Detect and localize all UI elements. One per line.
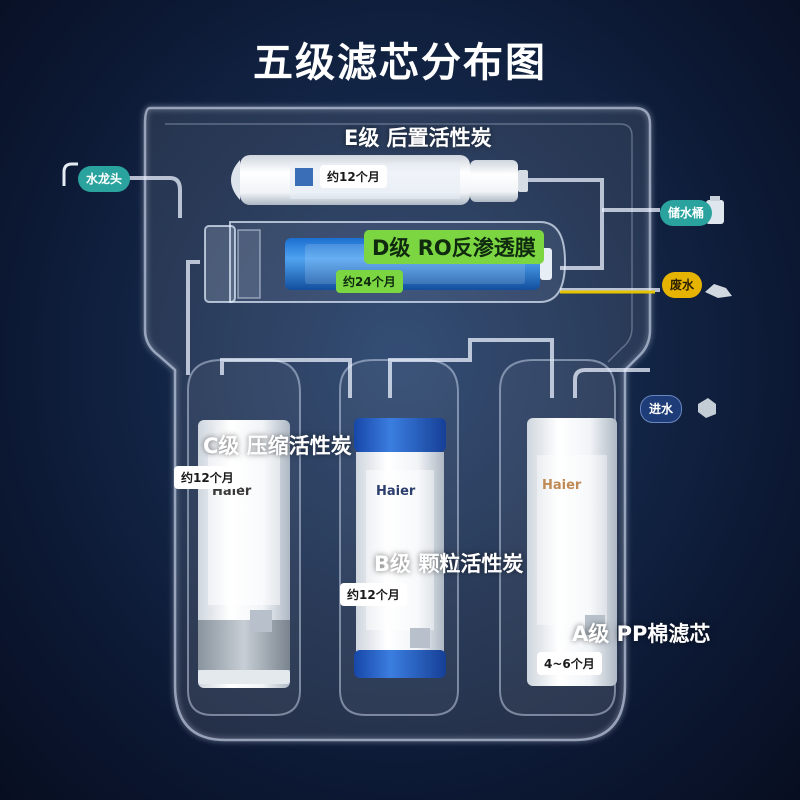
b-filter-bottom-cap [354, 650, 446, 678]
inlet-port-label: 进水 [640, 395, 683, 423]
brand-logo-a: Haier [542, 478, 582, 493]
faucet-port-text: 水龙头 [86, 172, 123, 186]
page-title: 五级滤芯分布图 [253, 40, 547, 86]
faucet-port-label: 水龙头 [78, 166, 131, 192]
d-stage-label: D级 RO反渗透膜 [364, 230, 544, 264]
tank-port-text: 储水桶 [668, 206, 705, 220]
e-stage-life: 约12个月 [320, 165, 387, 188]
pipe-network [90, 176, 660, 398]
d-stage-life: 约24个月 [336, 270, 403, 293]
inlet-port-text: 进水 [649, 402, 674, 416]
e-stage-label: E级 后置活性炭 [344, 126, 492, 150]
housing-inner-outline [165, 123, 633, 363]
c-stage-label: C级 压缩活性炭 [203, 434, 352, 458]
b-filter-top-cap [354, 418, 446, 452]
waste-port-text: 废水 [670, 278, 695, 292]
brand-logo-b: Haier [376, 484, 416, 499]
c-filter-carbon-band [198, 620, 290, 670]
a-stage-life: 4~6个月 [537, 652, 602, 675]
waste-port-label: 废水 [662, 272, 703, 298]
a-stage-label: A级 PP棉滤芯 [572, 622, 711, 646]
b-stage-life: 约12个月 [340, 583, 407, 606]
ro-housing-cap [204, 225, 236, 303]
e-filter-left-cap [231, 160, 240, 200]
b-filter-body [356, 452, 444, 652]
faucet-icon [62, 162, 78, 186]
c-stage-life: 约12个月 [174, 466, 241, 489]
tank-port-label: 储水桶 [660, 200, 713, 226]
inlet-valve-icon [698, 398, 716, 418]
b-stage-label: B级 颗粒活性炭 [374, 552, 524, 576]
waste-valve-icon [705, 284, 732, 298]
e-filter-right-end [470, 160, 518, 202]
